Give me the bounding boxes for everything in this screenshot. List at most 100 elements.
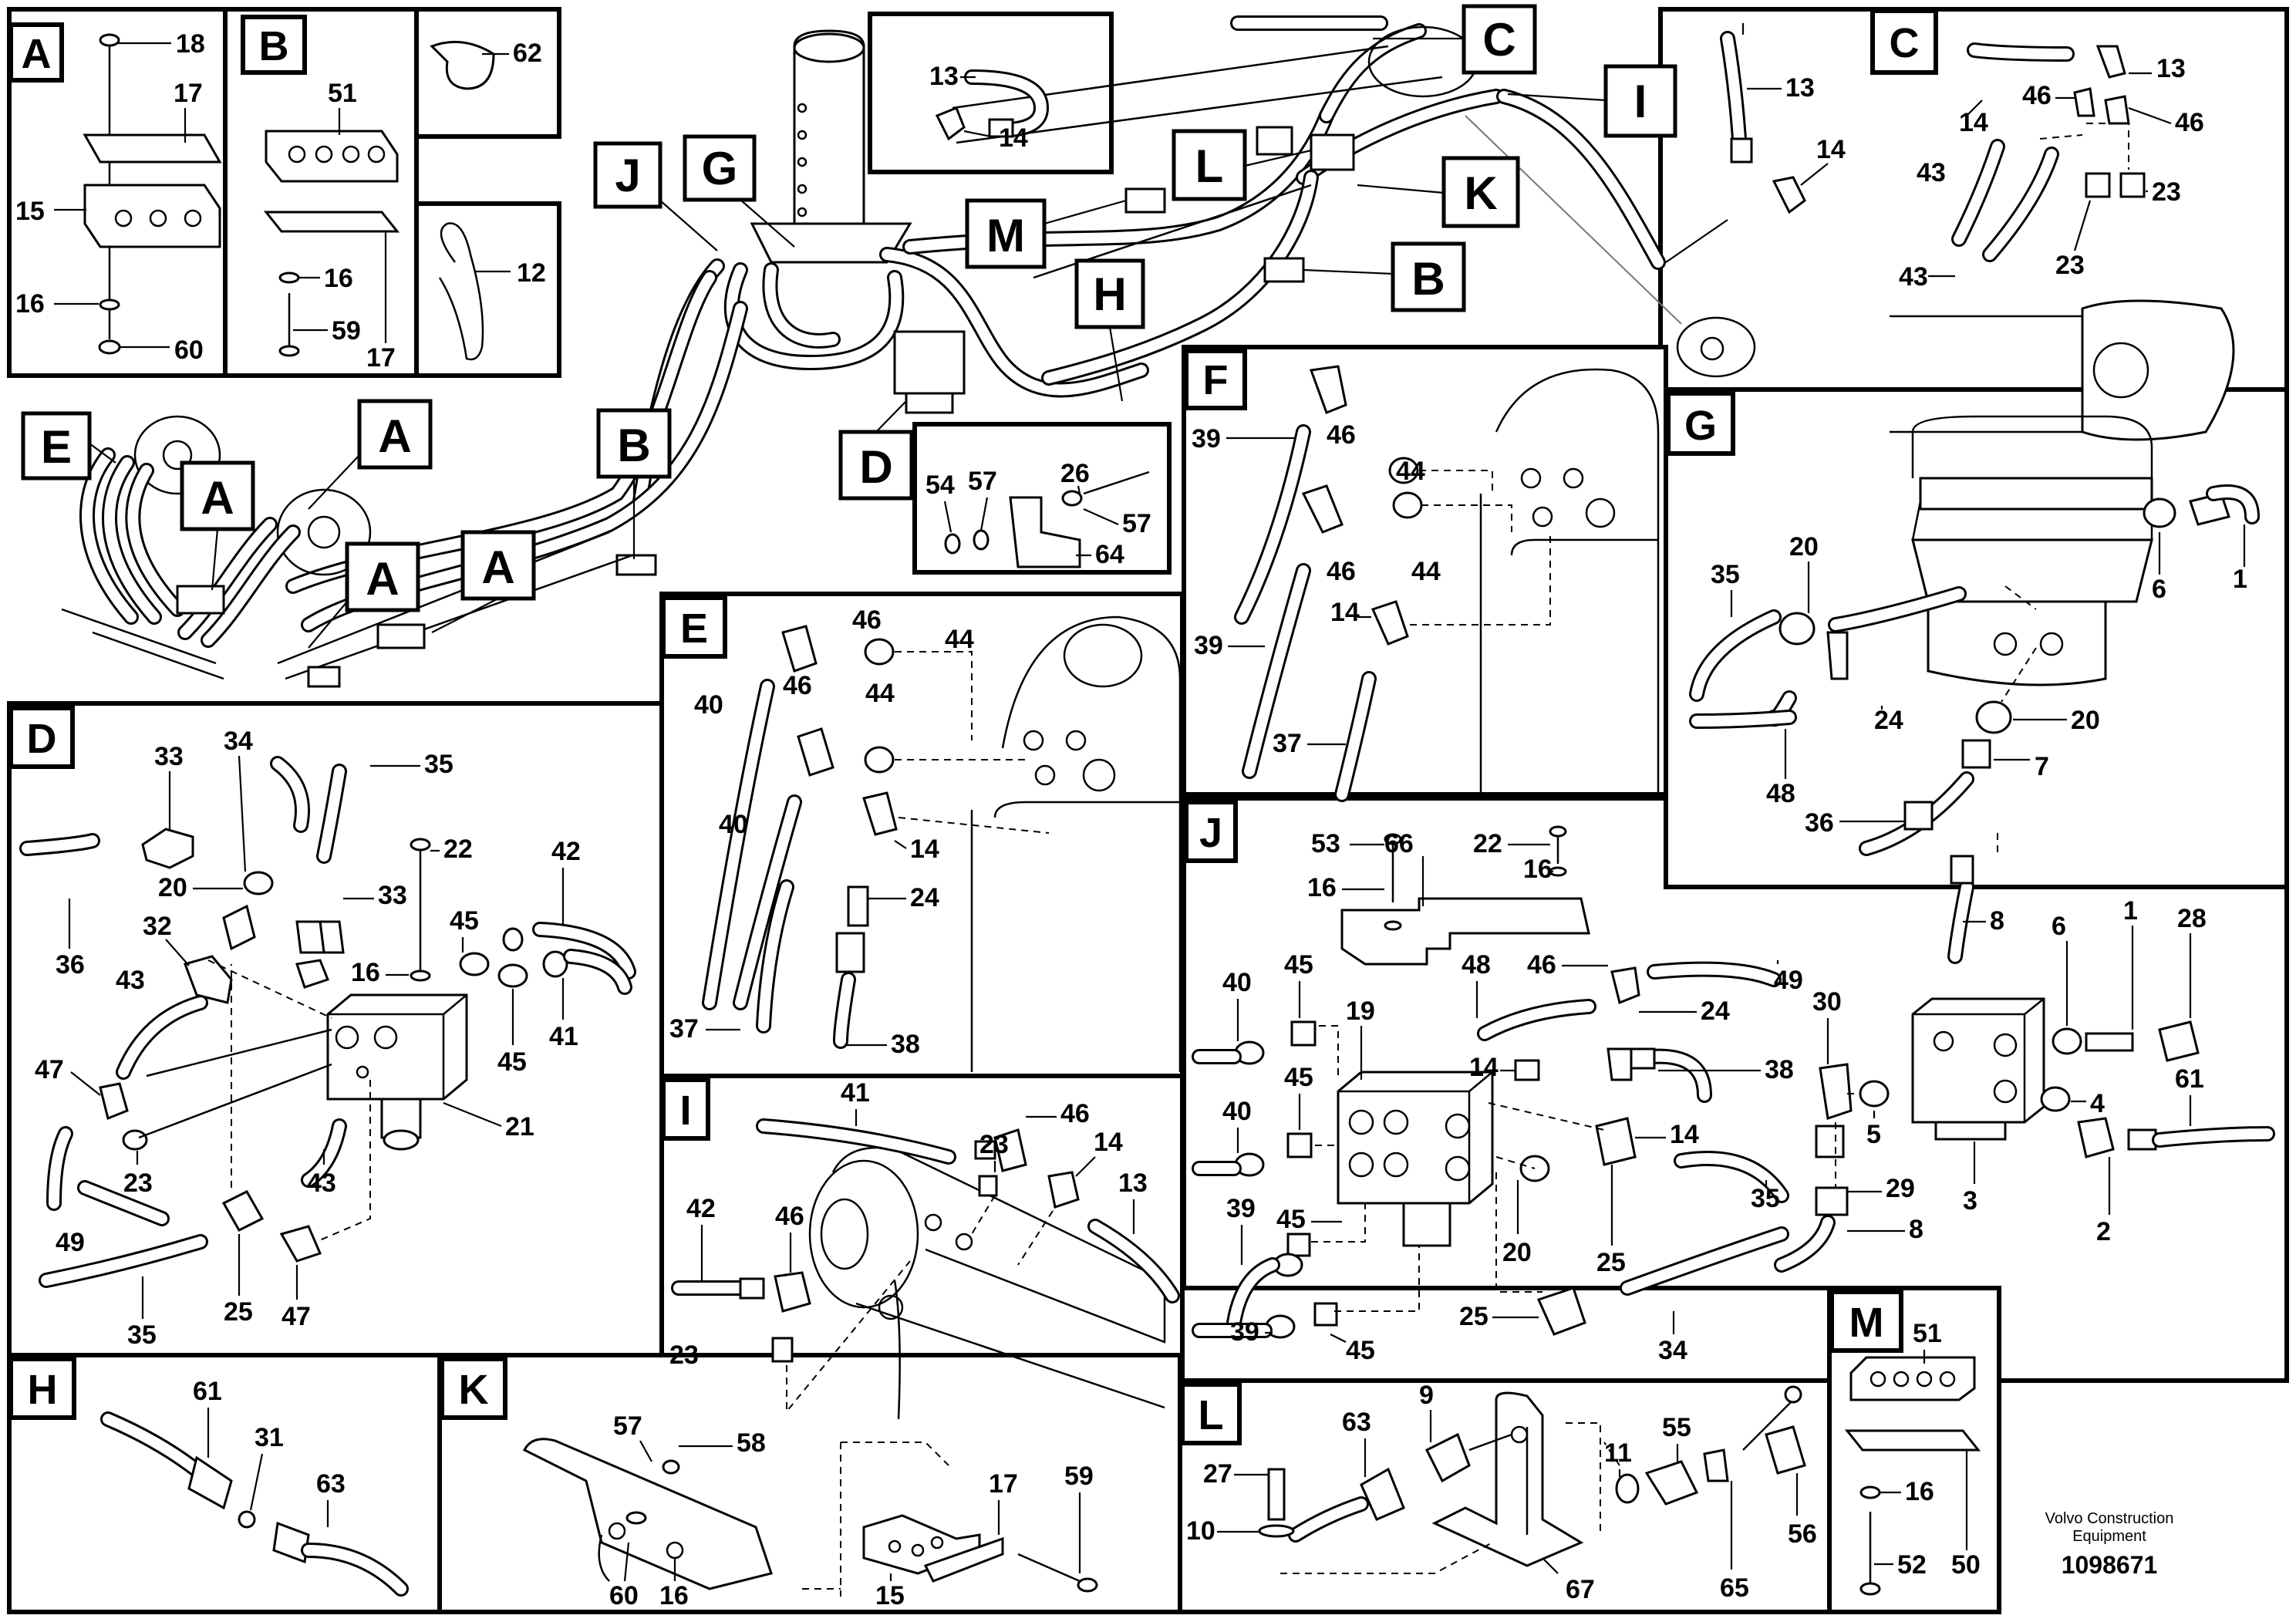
svg-text:39: 39 [1192,424,1221,454]
svg-text:19: 19 [1346,996,1375,1026]
svg-text:34: 34 [224,727,253,756]
svg-text:40: 40 [1222,968,1252,997]
panel-tag-e: E [661,595,727,659]
svg-text:13: 13 [1118,1168,1148,1198]
svg-text:45: 45 [497,1047,527,1077]
panel-m-labels: 51 16 52 50 [1874,1319,1981,1580]
panel-a-drawing [83,33,222,355]
svg-text:17: 17 [174,79,203,108]
panel-12 [414,201,561,378]
svg-text:15: 15 [15,197,45,226]
svg-text:24: 24 [1874,706,1903,735]
panel-tag-h: H [8,1357,76,1420]
svg-text:31: 31 [255,1423,284,1452]
svg-text:14: 14 [1094,1128,1123,1157]
svg-text:41: 41 [841,1078,870,1108]
svg-text:45: 45 [1284,1063,1313,1092]
panel-m-drawing [1844,1356,1981,1596]
svg-text:20: 20 [158,873,187,902]
panel-h-drawing [100,1411,409,1597]
svg-text:A: A [22,31,52,77]
svg-text:58: 58 [737,1428,766,1458]
svg-text:57: 57 [968,467,997,496]
svg-text:39: 39 [1226,1194,1256,1223]
svg-text:38: 38 [891,1030,920,1059]
svg-text:8: 8 [1990,906,2004,936]
svg-text:22: 22 [443,835,473,864]
svg-text:50: 50 [1951,1550,1981,1580]
svg-text:36: 36 [56,950,85,980]
panel-b-drawing [263,130,400,357]
svg-text:E: E [680,605,708,652]
svg-text:14: 14 [1330,598,1360,627]
hose-13-14-detail [935,69,1050,141]
svg-text:29: 29 [1886,1174,1915,1203]
svg-text:21: 21 [505,1112,534,1141]
svg-text:K: K [1464,167,1497,219]
svg-text:37: 37 [669,1014,699,1044]
strap-12-drawing [438,222,484,361]
svg-text:23: 23 [669,1340,699,1370]
svg-text:26: 26 [1060,459,1090,488]
panel-tag-d: D [8,706,75,769]
svg-text:1: 1 [2233,565,2247,594]
svg-text:16: 16 [324,264,353,293]
drawing-number: 1098671 [2062,1551,2158,1579]
svg-text:23: 23 [2152,177,2181,207]
label-14-top: 14 [999,123,1028,153]
panel-d-drawing [19,756,636,1288]
svg-text:47: 47 [35,1055,64,1084]
svg-text:37: 37 [1273,729,1302,758]
panel-f-labels: 39 46 44 46 44 39 14 37 [1192,420,1441,758]
svg-text:14: 14 [1959,108,1988,137]
svg-text:7: 7 [2035,752,2049,781]
svg-text:25: 25 [224,1297,253,1327]
panel-e-drawing [702,615,1182,1072]
svg-text:3: 3 [1963,1186,1977,1216]
label-13-top: 13 [929,62,959,91]
svg-text:A: A [378,410,411,462]
svg-text:48: 48 [1766,779,1795,808]
svg-text:18: 18 [176,29,205,59]
panel-k-drawing [522,1438,1098,1597]
svg-text:44: 44 [1411,557,1441,586]
svg-text:C: C [1482,14,1515,66]
svg-text:53: 53 [1311,829,1340,858]
panel-tag-g: G [1666,391,1735,456]
panel-h-detail-labels: 54 57 26 57 64 [925,459,1151,569]
svg-text:M: M [986,210,1025,261]
svg-text:24: 24 [1701,996,1730,1026]
svg-text:51: 51 [1913,1319,1942,1348]
svg-text:49: 49 [56,1228,85,1257]
svg-text:46: 46 [1327,557,1356,586]
svg-text:45: 45 [1276,1205,1306,1234]
svg-text:42: 42 [686,1194,716,1223]
panel-h-labels: 61 31 63 [193,1377,346,1527]
svg-text:33: 33 [378,881,407,910]
svg-text:44: 44 [865,679,895,708]
svg-text:L: L [1199,1392,1224,1438]
svg-text:H: H [1093,268,1126,320]
svg-text:23: 23 [979,1130,1009,1159]
panel-tag-c: C [1870,8,1938,75]
svg-text:I: I [1634,76,1647,127]
svg-text:56: 56 [1788,1519,1817,1549]
svg-text:10: 10 [1186,1516,1215,1546]
svg-text:44: 44 [945,625,974,654]
svg-text:A: A [201,472,234,524]
svg-text:55: 55 [1662,1413,1691,1442]
svg-text:6: 6 [2152,575,2166,604]
svg-text:35: 35 [1711,560,1740,589]
svg-text:40: 40 [719,810,748,839]
svg-text:64: 64 [1095,540,1124,569]
panel-e-labels: 46 44 40 46 44 40 14 24 37 38 [669,605,974,1059]
svg-text:23: 23 [2055,251,2085,280]
svg-text:C: C [1890,20,1920,66]
panel-tag-j: J [1184,800,1238,863]
svg-text:5: 5 [1866,1120,1881,1149]
brand-line-2: Equipment [2072,1528,2146,1545]
svg-text:66: 66 [1384,829,1414,858]
callout-tag-a-1: A [180,460,255,591]
